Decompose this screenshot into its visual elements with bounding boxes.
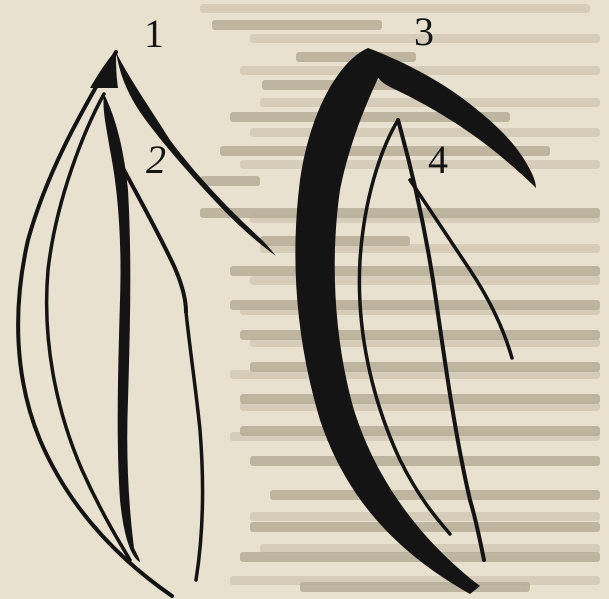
- figure-4-midrib: [398, 120, 484, 560]
- figure-2-vein: [124, 170, 186, 312]
- figure-1-apex: [90, 50, 118, 88]
- figure-1-outline: [18, 52, 172, 596]
- figure-1-margin: [116, 52, 276, 256]
- figure-label-4: 4: [428, 140, 448, 180]
- figure-4-vein: [410, 180, 512, 358]
- figure-3-apex-wing: [368, 48, 536, 188]
- figure-2-midrib: [103, 94, 140, 562]
- figure-label-2: 2: [146, 140, 166, 180]
- figure-2-right-outline: [186, 312, 203, 580]
- figure-label-1: 1: [144, 14, 164, 54]
- figure-label-3: 3: [414, 12, 434, 52]
- figure-3-outer: [295, 48, 480, 594]
